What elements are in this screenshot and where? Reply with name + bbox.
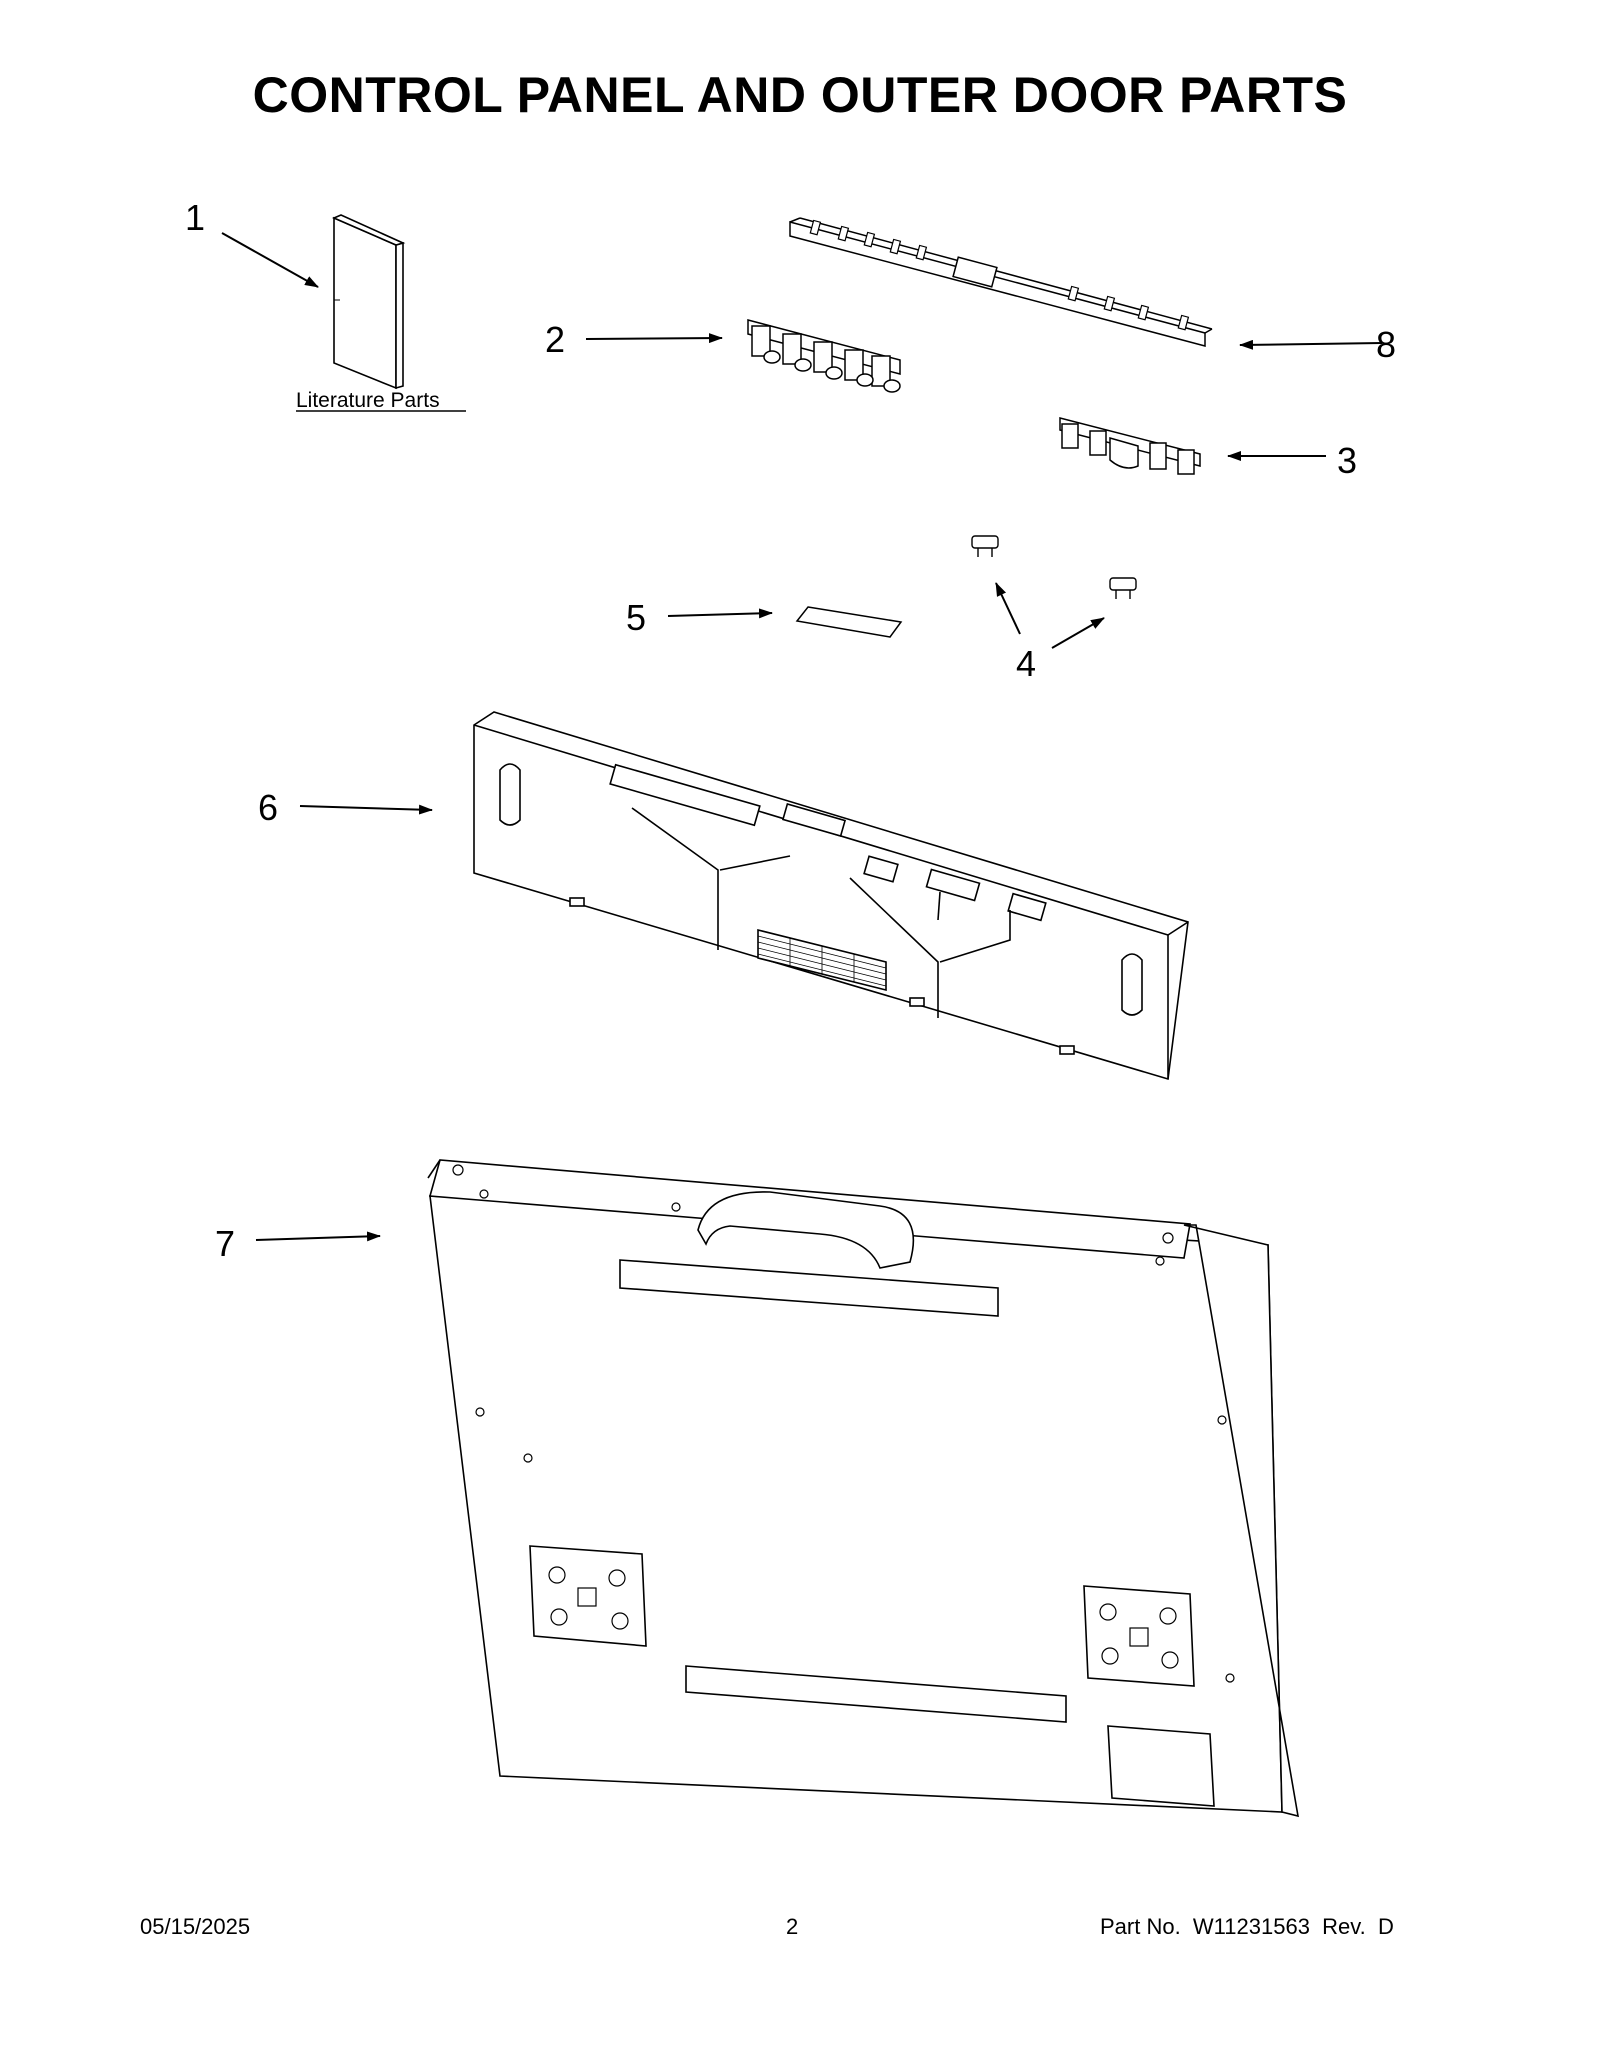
callout-7: 7 <box>215 1223 235 1264</box>
callout-1: 1 <box>185 197 205 238</box>
button-holder-left[interactable] <box>747 319 901 393</box>
control-panel-console[interactable] <box>473 711 1189 1081</box>
literature-parts-label: Literature Parts <box>296 389 440 412</box>
callout-2: 2 <box>545 319 565 360</box>
callout-5: 5 <box>626 597 646 638</box>
button-holder-right[interactable] <box>1059 417 1201 475</box>
footer-part-number: Part No. W11231563 Rev. D <box>1100 1914 1394 1939</box>
callout-6: 6 <box>258 787 278 828</box>
light-pipe-strip[interactable] <box>795 606 903 638</box>
callout-arrows <box>221 232 1383 1242</box>
push-button-2[interactable] <box>1109 577 1137 599</box>
callout-4: 4 <box>1016 643 1036 684</box>
callout-3: 3 <box>1337 440 1357 481</box>
callout-8: 8 <box>1376 324 1396 365</box>
control-board[interactable] <box>789 217 1213 347</box>
page-title: CONTROL PANEL AND OUTER DOOR PARTS <box>252 67 1348 123</box>
footer-page-number: 2 <box>786 1914 799 1939</box>
literature-booklet[interactable] <box>331 214 406 390</box>
outer-door-panel[interactable] <box>427 1159 1299 1818</box>
push-button-1[interactable] <box>971 535 999 557</box>
footer-date: 05/15/2025 <box>140 1914 251 1939</box>
